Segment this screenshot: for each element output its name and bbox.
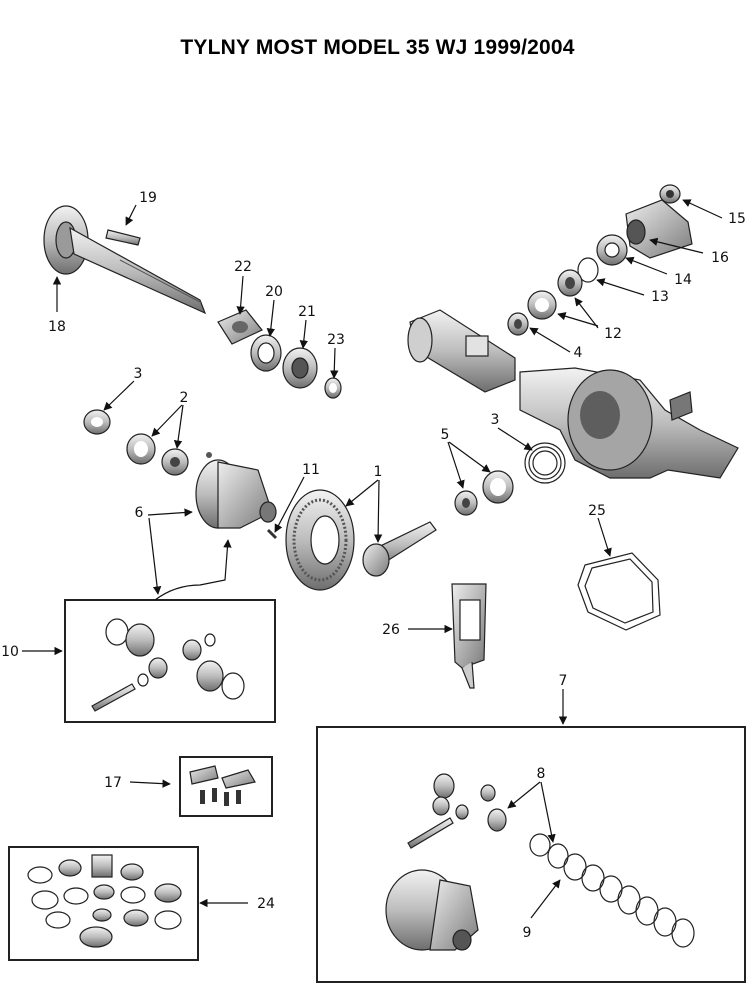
callout-20: 20 [265,284,283,300]
callout-13: 13 [651,289,669,305]
bolt-pin [266,528,278,540]
axle-shaft [43,205,207,315]
differential-bearing-cup-left [126,433,156,465]
callout-23: 23 [327,332,345,348]
callout-9: 9 [523,925,532,941]
bearing-kit-box [8,846,199,961]
spider-gear-kit [91,618,245,712]
collapsible-spacer [507,312,529,336]
retaining-ring [324,377,342,399]
callout-5: 5 [441,427,450,443]
pinion-seal [596,234,628,266]
bearing-retainer-plate [217,309,263,345]
axle-seal [250,334,282,372]
callout-24: 24 [257,896,275,912]
axle-tube [407,309,516,393]
shim-pack-left [83,409,111,435]
wheel-stud [105,229,141,246]
callout-16: 16 [711,250,729,266]
differential-housing [519,367,739,479]
callout-8: 8 [537,766,546,782]
callout-10: 10 [1,644,19,660]
sealant-tube [451,583,487,689]
pinion-yoke [625,199,693,259]
callout-17: 17 [104,775,122,791]
callout-15: 15 [728,211,746,227]
bearing-cap-kit [189,765,256,806]
callout-7: 7 [559,673,568,689]
callout-11: 11 [302,462,320,478]
slinger [577,257,599,283]
callout-22: 22 [234,259,252,275]
callout-12: 12 [604,326,622,342]
differential-bearing-cup-right [482,470,514,504]
callout-1: 1 [374,464,383,480]
box10-pointer [154,539,232,601]
callout-21: 21 [298,304,316,320]
callout-25: 25 [588,503,606,519]
callout-labels: 19 18 22 20 21 23 3 2 6 11 1 5 3 4 12 13… [1,190,746,941]
trac-lok-kit [385,773,695,951]
callout-6: 6 [135,505,144,521]
callout-19: 19 [139,190,157,206]
clutch-discs [529,833,695,948]
pinion-bearing-outer [557,269,583,297]
pinion-cup [527,290,557,320]
callout-14: 14 [674,272,692,288]
cover-gasket [577,552,661,631]
differential-bearing-left [161,448,189,476]
differential-case [195,452,277,529]
callout-2: 2 [180,390,189,406]
callout-18: 18 [48,319,66,335]
callout-4: 4 [574,345,583,361]
callout-26: 26 [382,622,400,638]
pinion-gear [362,521,437,577]
callout-3b: 3 [491,412,500,428]
ring-gear [285,489,355,591]
leader-lines [22,199,723,919]
bearing-kit [27,854,182,948]
shim-pack-right [524,442,566,484]
axle-bearing [282,347,318,389]
bearing-cap-kit-box [179,756,273,817]
trac-lok-kit-box [316,726,746,983]
diagram-title: TYLNY MOST MODEL 35 WJ 1999/2004 [180,36,575,59]
pinion-nut [659,184,681,204]
spider-gear-kit-box [64,599,276,723]
callout-3a: 3 [134,366,143,382]
differential-bearing-right [454,490,478,516]
